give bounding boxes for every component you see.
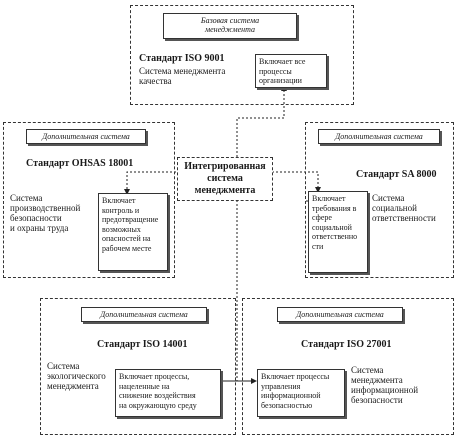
integrated-system-box: Интегрированная система менеджмента (177, 157, 273, 201)
standard-title: Стандарт ISO 27001 (301, 339, 392, 350)
process-note: Включает процессы управления информацион… (257, 369, 345, 417)
process-note: Включает контроль и предотвращение возмо… (98, 193, 168, 271)
system-sa8000: Дополнительная система Стандарт SA 8000 … (305, 122, 454, 278)
process-note: Включает требования в сфере социальной о… (308, 191, 368, 273)
system-desc: Система менеджмента информационной безоп… (351, 365, 419, 405)
system-desc: Система социальной ответственности (372, 193, 436, 223)
process-note: Включает процессы, нацеленные на снижени… (115, 369, 221, 417)
system-tag: Дополнительная система (277, 307, 403, 322)
integrated-system-title: Интегрированная система менеджмента (184, 161, 266, 196)
system-iso27001: Дополнительная система Стандарт ISO 2700… (242, 298, 454, 435)
system-ohsas18001: Дополнительная система Стандарт OHSAS 18… (3, 122, 175, 278)
system-tag: Базовая система менеджмента (163, 13, 297, 39)
process-note: Включает все процессы организации (255, 54, 327, 88)
standard-title: Стандарт ISO 9001 (139, 53, 225, 64)
system-tag: Дополнительная система (318, 129, 440, 144)
system-desc: Система производственной безопасности и … (10, 193, 81, 233)
system-desc: Система менеджмента качества (139, 66, 226, 86)
system-tag: Дополнительная система (26, 129, 146, 144)
system-desc: Система экологического менеджмента (47, 361, 106, 391)
standard-title: Стандарт SA 8000 (356, 169, 437, 180)
standard-title: Стандарт ISO 14001 (97, 339, 188, 350)
system-iso14001: Дополнительная система Стандарт ISO 1400… (40, 298, 236, 435)
system-tag: Дополнительная система (81, 307, 207, 322)
system-iso9001: Базовая система менеджмента Стандарт ISO… (130, 5, 354, 105)
standard-title: Стандарт OHSAS 18001 (26, 158, 134, 169)
